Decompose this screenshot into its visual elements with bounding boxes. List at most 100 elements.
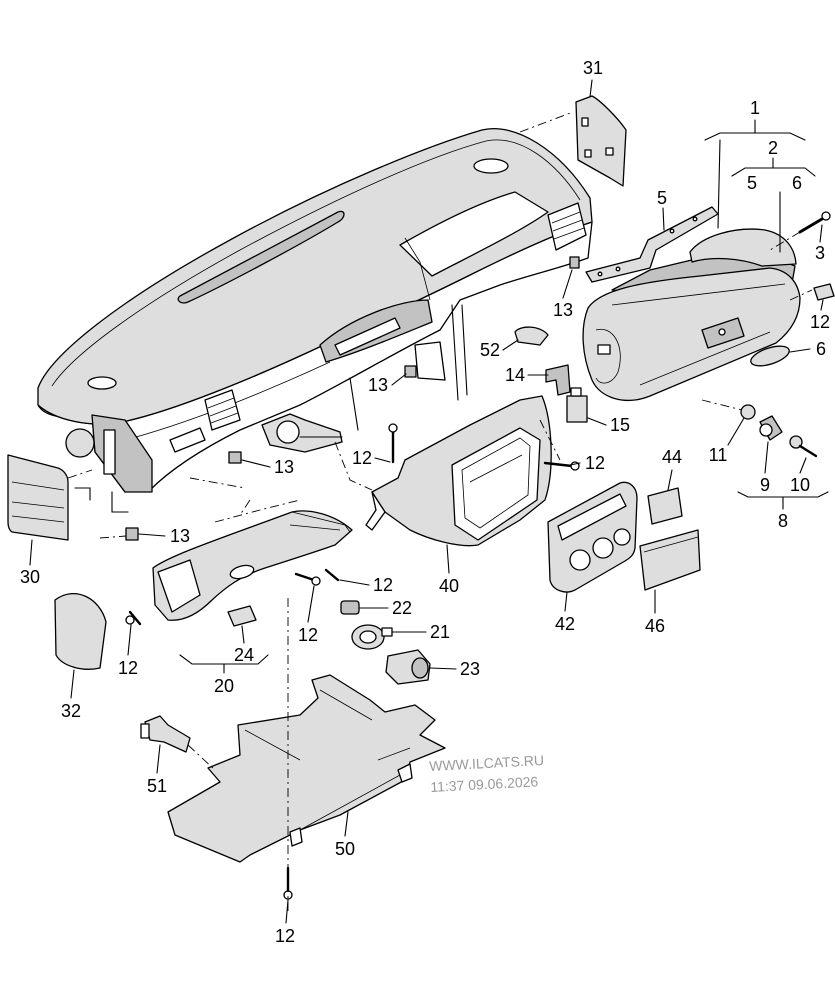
callout-15[interactable]: 15 bbox=[610, 415, 630, 435]
callout-52[interactable]: 52 bbox=[480, 340, 500, 360]
assembly-line bbox=[239, 499, 251, 516]
callout-31[interactable]: 31 bbox=[583, 58, 603, 78]
callout-21[interactable]: 21 bbox=[430, 622, 450, 642]
part-10-key-head bbox=[789, 435, 803, 449]
control-knob bbox=[592, 537, 614, 559]
end-cover-panel bbox=[7, 454, 69, 541]
leader-11 bbox=[727, 417, 745, 446]
callout-44[interactable]: 44 bbox=[662, 447, 682, 467]
knee-panel-top-flange bbox=[289, 511, 351, 533]
callout-6[interactable]: 6 bbox=[816, 339, 826, 359]
assembly-line bbox=[789, 289, 813, 301]
speaker-grille-left bbox=[87, 376, 117, 390]
bracket-8 bbox=[737, 491, 829, 510]
leader-24 bbox=[241, 625, 245, 644]
callout-13[interactable]: 13 bbox=[274, 457, 294, 477]
callout-12[interactable]: 12 bbox=[118, 658, 138, 678]
leader-42 bbox=[564, 591, 568, 612]
glove-box-lid-edge bbox=[611, 283, 786, 386]
watermark-site: WWW.ILCATS.RU bbox=[429, 752, 545, 774]
bracket-hole bbox=[615, 266, 621, 272]
callout-12[interactable]: 12 bbox=[298, 625, 318, 645]
callout-32[interactable]: 32 bbox=[61, 701, 81, 721]
part-12-clip-right bbox=[813, 283, 835, 301]
leader-12-knee bbox=[339, 579, 370, 586]
part-52-pad bbox=[514, 326, 549, 346]
callout-5[interactable]: 5 bbox=[747, 173, 757, 193]
callout-20[interactable]: 20 bbox=[214, 676, 234, 696]
callout-2[interactable]: 2 bbox=[768, 138, 778, 158]
part-44-blank-switch bbox=[647, 487, 683, 525]
knee-panel-square-opening bbox=[157, 559, 201, 613]
air-vent-center-left bbox=[204, 389, 241, 431]
lower-cover-tab bbox=[289, 827, 303, 847]
assembly-line bbox=[701, 399, 743, 411]
leader-1 bbox=[717, 139, 721, 229]
part-42-trim-frame bbox=[547, 481, 638, 593]
callout-11[interactable]: 11 bbox=[709, 445, 728, 465]
callout-40[interactable]: 40 bbox=[439, 576, 459, 596]
screw-shank bbox=[798, 217, 824, 234]
leader-15 bbox=[587, 417, 607, 426]
bracket-20 bbox=[179, 654, 269, 674]
leader-12-left bbox=[127, 624, 132, 656]
part-24-block bbox=[227, 605, 257, 627]
bracket-hole bbox=[692, 216, 698, 222]
part-30-end-cover bbox=[7, 454, 69, 541]
callout-22[interactable]: 22 bbox=[392, 598, 412, 618]
console-radio-opening bbox=[451, 427, 541, 541]
callout-42[interactable]: 42 bbox=[555, 614, 575, 634]
callout-12[interactable]: 12 bbox=[373, 575, 393, 595]
callout-1[interactable]: 1 bbox=[750, 98, 760, 118]
callout-13[interactable]: 13 bbox=[553, 300, 573, 320]
part-13-clip bbox=[404, 365, 417, 378]
part-31-side-cover bbox=[575, 95, 627, 187]
callout-24[interactable]: 24 bbox=[234, 645, 254, 665]
callout-9[interactable]: 9 bbox=[760, 475, 770, 495]
callout-12[interactable]: 12 bbox=[810, 312, 830, 332]
callout-5[interactable]: 5 bbox=[657, 188, 667, 208]
part-50-lower-cover bbox=[167, 674, 446, 863]
assembly-lines bbox=[67, 111, 813, 912]
air-vent-right bbox=[547, 202, 587, 251]
part-20-knee-panel bbox=[152, 510, 353, 621]
leader-31 bbox=[589, 79, 593, 98]
callout-12[interactable]: 12 bbox=[275, 926, 295, 946]
callout-8[interactable]: 8 bbox=[778, 511, 788, 531]
console-radio-frame bbox=[461, 437, 531, 529]
clip-head bbox=[140, 723, 150, 739]
side-cover-hole bbox=[605, 147, 614, 156]
callout-50[interactable]: 50 bbox=[335, 839, 355, 859]
callout-30[interactable]: 30 bbox=[20, 567, 40, 587]
screw-12 bbox=[324, 568, 340, 582]
callout-12[interactable]: 12 bbox=[585, 453, 605, 473]
leader-13-left bbox=[241, 459, 271, 468]
callout-12[interactable]: 12 bbox=[352, 448, 372, 468]
glove-box-latch bbox=[597, 344, 611, 355]
dashboard bbox=[37, 128, 593, 513]
glove-box-hinge bbox=[595, 328, 621, 384]
lower-vent-left bbox=[169, 427, 206, 453]
left-mounting-tabs bbox=[74, 487, 129, 513]
glove-box-assembly bbox=[582, 228, 801, 401]
leader-12-bottom bbox=[285, 899, 289, 924]
callout-3[interactable]: 3 bbox=[815, 243, 825, 263]
screw-12 bbox=[294, 572, 316, 582]
leader-12-right bbox=[820, 299, 824, 311]
callout-51[interactable]: 51 bbox=[147, 776, 167, 796]
lower-cover-rib bbox=[244, 689, 411, 831]
callout-46[interactable]: 46 bbox=[645, 616, 665, 636]
ring-tab bbox=[381, 627, 393, 637]
glove-box-lid bbox=[582, 267, 801, 401]
callout-13[interactable]: 13 bbox=[170, 526, 190, 546]
screw-12-head bbox=[311, 576, 321, 586]
callout-14[interactable]: 14 bbox=[505, 365, 525, 385]
end-cover-ribs bbox=[11, 481, 65, 523]
callout-10[interactable]: 10 bbox=[790, 475, 810, 495]
callout-23[interactable]: 23 bbox=[460, 659, 480, 679]
leader-13-dash bbox=[391, 373, 407, 386]
leader-12-console-right bbox=[569, 462, 581, 466]
callout-6[interactable]: 6 bbox=[792, 173, 802, 193]
callout-13[interactable]: 13 bbox=[368, 375, 388, 395]
part-22-plug bbox=[340, 600, 360, 615]
